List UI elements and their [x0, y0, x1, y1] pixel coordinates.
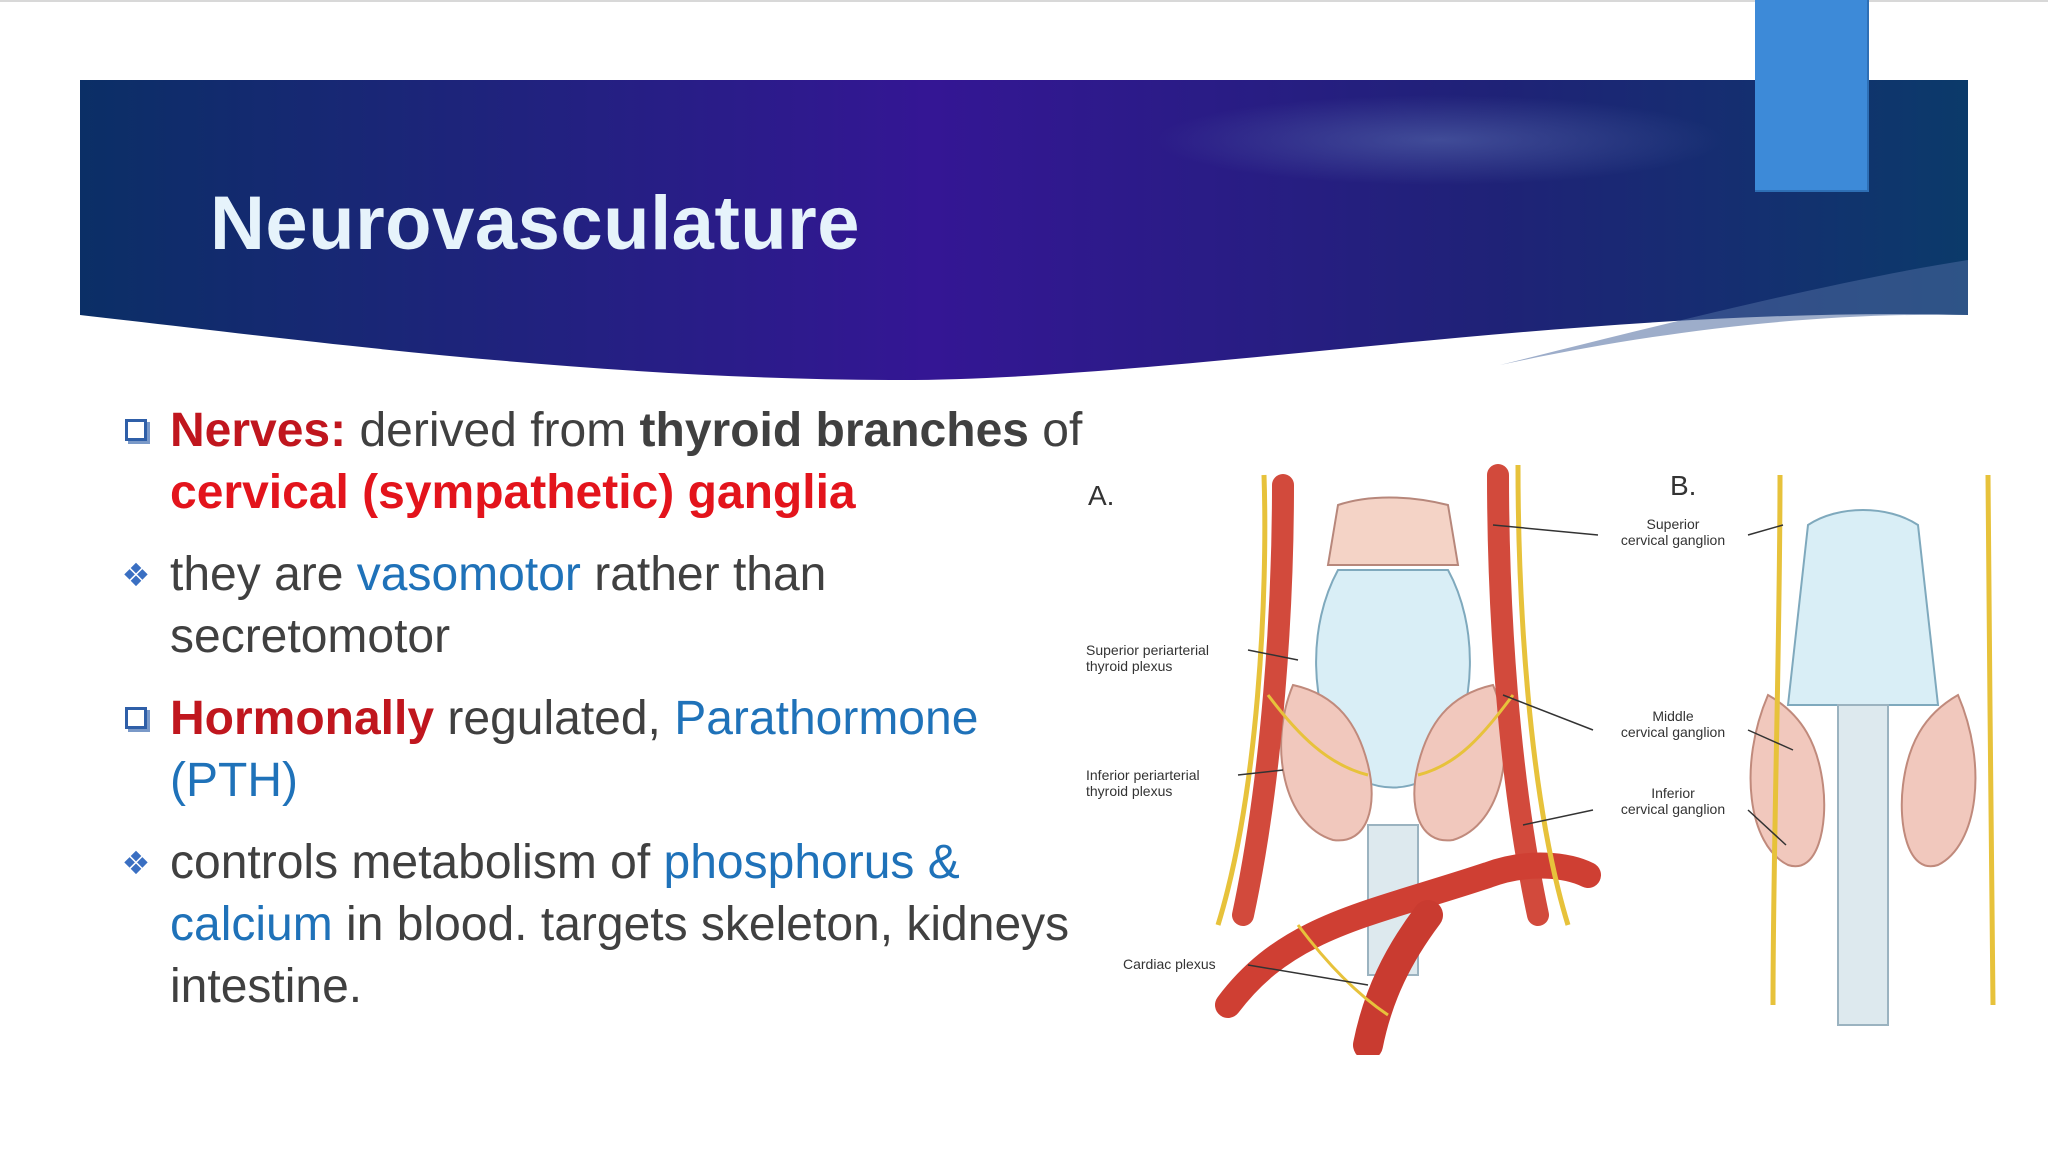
text-derived: derived from [346, 404, 640, 457]
term-parathormone: Parathormone (PTH) [170, 692, 979, 807]
label-superior-periarterial-1: Superior periarterial [1086, 642, 1209, 658]
term-vasomotor: vasomotor [356, 548, 581, 601]
label-superior-periarterial-2: thyroid plexus [1086, 658, 1172, 674]
text-regulated: regulated, [434, 692, 675, 745]
term-phosphorus-calcium: phosphorus & calcium [170, 836, 960, 951]
bullet-metabolism: ❖ controls metabolism of phosphorus & ca… [112, 832, 1102, 1018]
leader-lines [1237, 524, 1794, 986]
square-bullet-icon [116, 400, 156, 462]
label-superior-ganglion-1: Superior [1647, 516, 1700, 532]
panel-b-drawing [1749, 474, 1996, 1026]
slide-title: Neurovasculature [210, 181, 861, 266]
term-nerves: Nerves: [170, 404, 347, 457]
label-middle-ganglion-2: cervical ganglion [1621, 724, 1725, 740]
bullet-hormonally: Hormonally regulated, Parathormone (PTH) [112, 688, 1102, 812]
top-border-line [0, 0, 2048, 2]
bullet-vasomotor: ❖ they are vasomotor rather than secreto… [112, 544, 1102, 668]
anatomy-illustration: A. B. [1068, 445, 1998, 1055]
label-middle-ganglion-1: Middle [1652, 708, 1693, 724]
accent-tab [1755, 0, 1869, 192]
bullet-nerves: Nerves: derived from thyroid branches of… [112, 400, 1102, 524]
label-inferior-periarterial-1: Inferior periarterial [1086, 767, 1200, 783]
label-inferior-periarterial-2: thyroid plexus [1086, 783, 1172, 799]
label-inferior-ganglion-1: Inferior [1651, 785, 1695, 801]
diamond-bullet-icon: ❖ [121, 844, 151, 882]
diamond-bullet-icon: ❖ [121, 556, 151, 594]
figure-label-b: B. [1670, 470, 1696, 501]
figure-label-a: A. [1088, 480, 1114, 511]
text-they-are: they are [170, 548, 357, 601]
label-superior-ganglion-2: cervical ganglion [1621, 532, 1725, 548]
label-cardiac-plexus: Cardiac plexus [1123, 956, 1216, 972]
bullet-list: Nerves: derived from thyroid branches of… [112, 400, 1102, 1038]
title-banner [80, 80, 1968, 380]
label-inferior-ganglion-2: cervical ganglion [1621, 801, 1725, 817]
text-targets: in blood. targets skeleton, kidneys, int… [170, 898, 1083, 1013]
square-bullet-icon [116, 688, 156, 750]
panel-a-drawing [1215, 464, 1601, 1055]
text-controls: controls metabolism of [170, 836, 664, 889]
term-hormonally: Hormonally [170, 692, 435, 745]
term-cervical-ganglia: cervical (sympathetic) ganglia [170, 466, 856, 519]
text-rather-than: rather than secretomotor [170, 548, 827, 663]
term-thyroid-branches: thyroid branches [639, 404, 1029, 457]
